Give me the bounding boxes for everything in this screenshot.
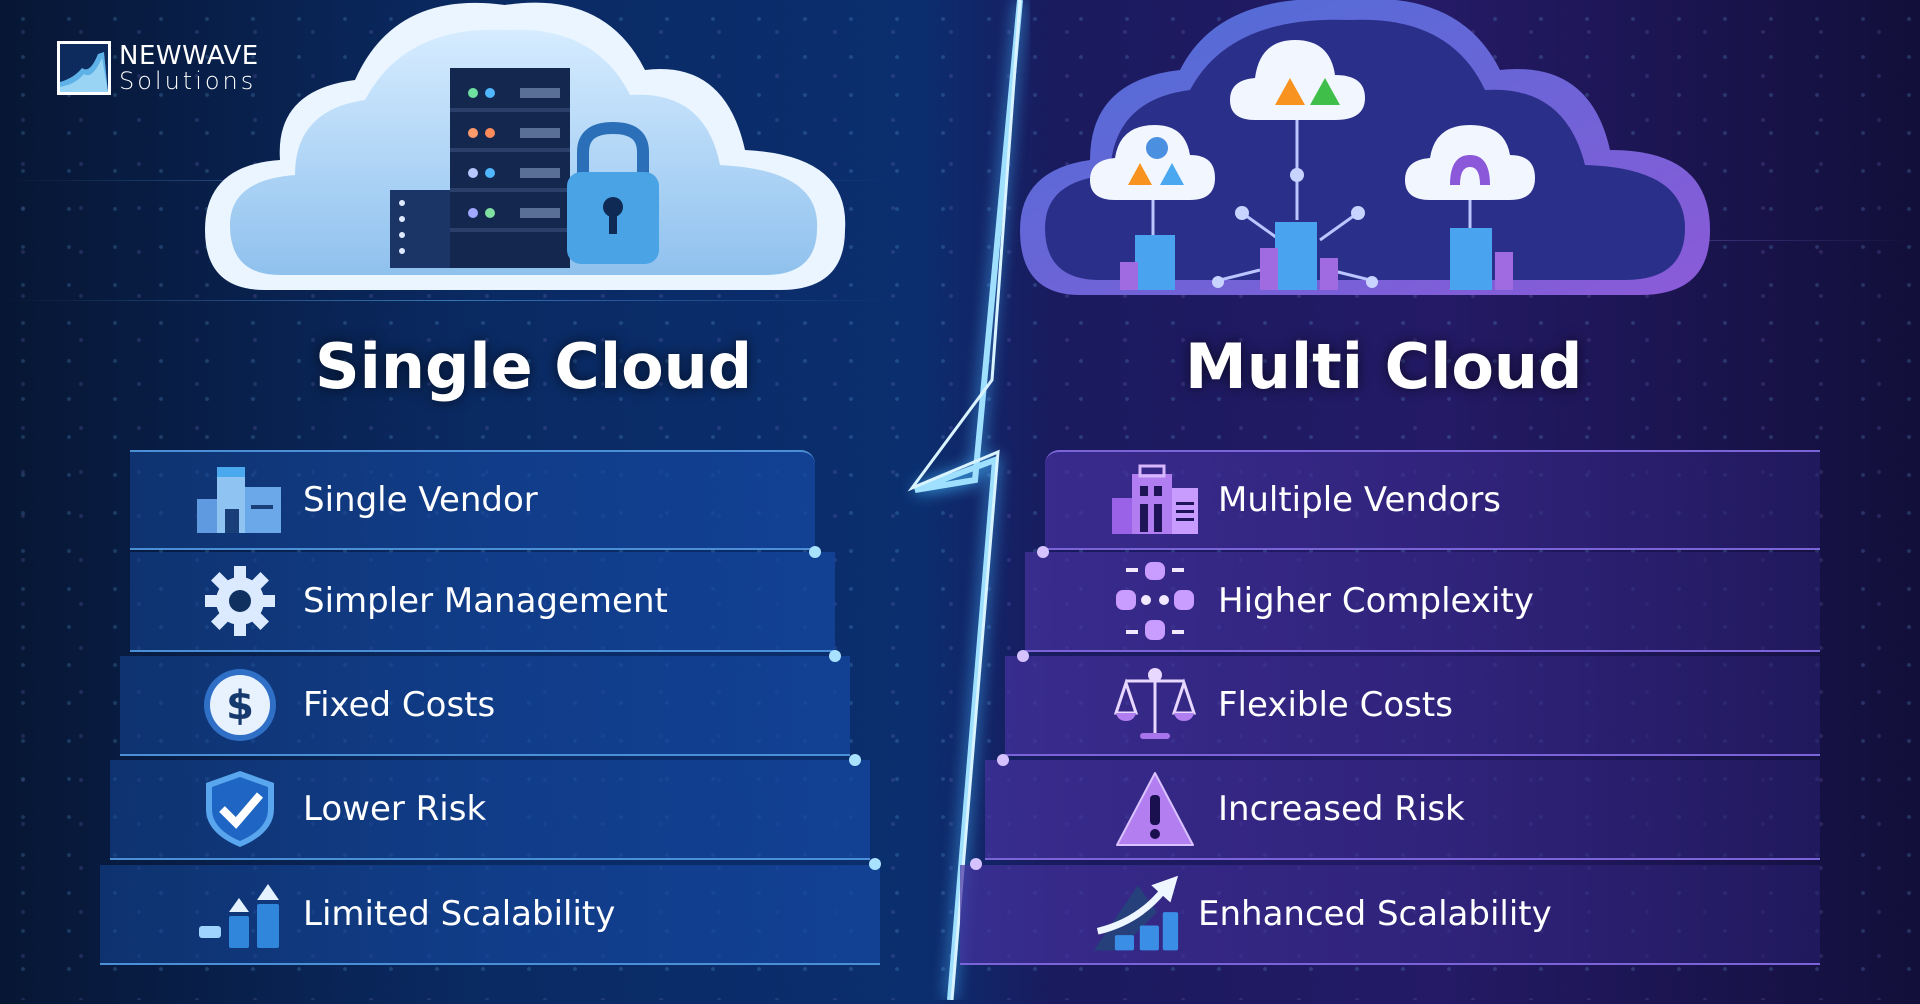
balance-scale-icon	[1110, 665, 1200, 745]
item-label: Lower Risk	[303, 789, 487, 829]
connector-dot	[809, 546, 821, 558]
item-label: Enhanced Scalability	[1198, 894, 1552, 934]
multi-cloud-title: Multi Cloud	[1185, 330, 1583, 403]
network-nodes-icon	[1110, 561, 1200, 641]
multi-cloud-illustration	[1020, 0, 1740, 300]
list-item: $ Fixed Costs	[120, 656, 850, 756]
dollar-coin-icon: $	[195, 665, 285, 745]
connector-dot	[849, 754, 861, 766]
item-label: Fixed Costs	[303, 685, 496, 725]
warning-triangle-icon	[1110, 769, 1200, 849]
decor-line	[0, 300, 900, 301]
shield-check-icon	[195, 769, 285, 849]
list-item: Simpler Management	[130, 552, 835, 652]
connector-dot	[970, 858, 982, 870]
item-label: Multiple Vendors	[1218, 480, 1502, 520]
list-item: Lower Risk	[110, 760, 870, 860]
connector-dot	[1017, 650, 1029, 662]
connector-dot	[997, 754, 1009, 766]
list-item: Flexible Costs	[1005, 656, 1820, 756]
wave-logo-icon	[57, 41, 111, 95]
brand-name: NEWWAVE	[119, 41, 259, 71]
small-bar-chart-icon	[195, 874, 285, 954]
list-item: Increased Risk	[985, 760, 1820, 860]
gear-icon	[195, 561, 285, 641]
connector-dot	[829, 650, 841, 662]
svg-text:$: $	[226, 683, 254, 729]
list-item: Higher Complexity	[1025, 552, 1820, 652]
list-item: Enhanced Scalability	[960, 865, 1820, 965]
item-label: Simpler Management	[303, 581, 668, 621]
item-label: Limited Scalability	[303, 894, 616, 934]
connector-dot	[1037, 546, 1049, 558]
item-label: Flexible Costs	[1218, 685, 1453, 725]
single-cloud-title: Single Cloud	[315, 330, 753, 403]
building-icon	[195, 460, 285, 540]
lightning-bolt-icon	[880, 0, 1030, 1001]
single-cloud-illustration	[205, 0, 850, 295]
item-label: Increased Risk	[1218, 789, 1465, 829]
list-item: Single Vendor	[130, 450, 815, 550]
buildings-icon	[1110, 460, 1200, 540]
growth-arrow-chart-icon	[1090, 874, 1180, 954]
list-item: Limited Scalability	[100, 865, 880, 965]
brand-subtitle: Solutions	[119, 67, 257, 95]
item-label: Single Vendor	[303, 480, 538, 520]
list-item: Multiple Vendors	[1045, 450, 1820, 550]
brand-logo: NEWWAVE Solutions	[57, 41, 259, 95]
connector-dot	[869, 858, 881, 870]
item-label: Higher Complexity	[1218, 581, 1534, 621]
